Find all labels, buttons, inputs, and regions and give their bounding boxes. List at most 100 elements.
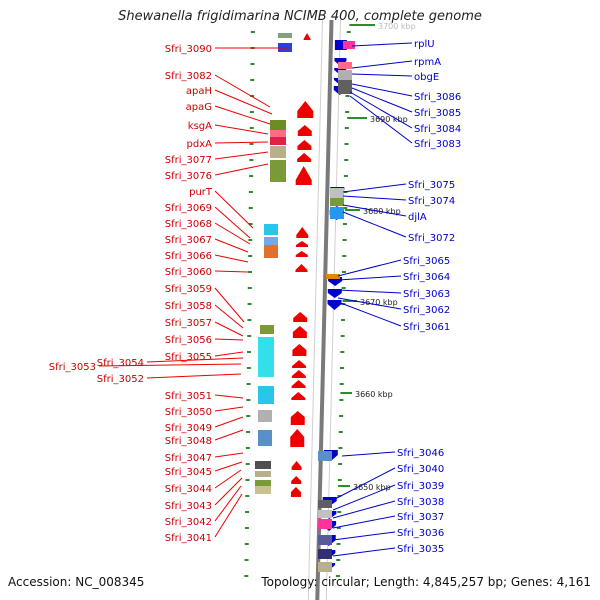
- right-leader-line: [332, 531, 396, 541]
- right-gene-label: Sfri_3064: [403, 272, 450, 283]
- right-gene-label: rpmA: [414, 57, 441, 68]
- left-leader-line: [214, 254, 249, 263]
- left-leader-line: [214, 452, 244, 458]
- feature-box: [318, 535, 332, 545]
- figure-title: Shewanella frigidimarina NCIMB 400, comp…: [118, 9, 482, 24]
- right-leader-line: [341, 451, 396, 457]
- forward-gene-arrow: [291, 380, 306, 388]
- left-leader-line: [214, 469, 242, 489]
- right-leader-line: [332, 547, 396, 557]
- forward-gene-arrow: [297, 153, 312, 162]
- forward-gene-arrow: [297, 140, 312, 150]
- forward-gene-arrow: [297, 125, 312, 136]
- forward-gene-arrow: [297, 101, 314, 118]
- left-leader-line: [214, 477, 243, 506]
- forward-gene-arrow: [292, 360, 307, 368]
- left-gene-label: Sfri_3082: [165, 71, 212, 82]
- left-leader-line: [214, 89, 273, 115]
- left-leader-line: [214, 429, 244, 441]
- left-leader-line: [214, 351, 244, 357]
- kbp-tick-label: 3670 kbp: [360, 298, 398, 307]
- left-leader-line: [214, 238, 249, 253]
- left-gene-label: Sfri_3067: [165, 235, 212, 246]
- left-leader-line: [214, 105, 271, 125]
- left-leader-line: [214, 461, 243, 472]
- left-leader-line: [214, 270, 249, 273]
- right-leader-line: [332, 484, 396, 511]
- forward-gene-arrow: [295, 264, 308, 272]
- left-leader-line: [214, 287, 245, 323]
- right-gene-label: Sfri_3037: [397, 512, 444, 523]
- left-leader-line: [214, 190, 254, 229]
- left-leader-line: [214, 406, 244, 412]
- right-gene-label: Sfri_3040: [397, 464, 444, 475]
- right-gene-label: Sfri_3065: [403, 256, 450, 267]
- right-leader-line: [342, 195, 407, 201]
- left-gene-label: Sfri_3069: [165, 203, 212, 214]
- right-leader-line: [351, 73, 413, 77]
- left-leader-line: [146, 373, 242, 379]
- right-leader-line: [332, 500, 396, 519]
- right-leader-line: [332, 515, 396, 529]
- right-gene-label: rplU: [414, 39, 435, 50]
- left-gene-label: Sfri_3076: [165, 171, 212, 182]
- left-leader-line: [214, 338, 244, 341]
- feature-box: [264, 245, 278, 258]
- left-leader-line: [214, 321, 244, 337]
- feature-box: [326, 274, 340, 279]
- genome-summary-text: Topology: circular; Length: 4,845,257 bp…: [261, 575, 591, 589]
- left-leader-line: [214, 141, 269, 144]
- right-leader-line: [337, 275, 402, 281]
- right-gene-label: Sfri_3083: [414, 139, 461, 150]
- feature-box: [343, 41, 355, 49]
- forward-gene-arrow: [292, 326, 307, 338]
- left-gene-label: apaG: [186, 102, 212, 113]
- kbp-tick-label: 3690 kbp: [370, 115, 408, 124]
- accession-text: Accession: NC_008345: [8, 575, 145, 589]
- left-gene-label: ksgA: [188, 121, 212, 132]
- forward-gene-arrow: [295, 166, 312, 185]
- kbp-tick-label: 3660 kbp: [355, 390, 393, 399]
- right-gene-label: Sfri_3036: [397, 528, 444, 539]
- left-gene-label: Sfri_3057: [165, 318, 212, 329]
- right-gene-label: Sfri_3035: [397, 544, 444, 555]
- feature-box: [330, 207, 344, 219]
- right-leader-line: [351, 83, 413, 97]
- right-leader-line: [337, 289, 402, 294]
- feature-box: [260, 325, 274, 334]
- left-leader-line: [214, 485, 242, 522]
- forward-gene-arrow: [293, 312, 308, 322]
- feature-box: [278, 33, 292, 38]
- left-gene-label: Sfri_3056: [165, 335, 212, 346]
- right-gene-label: Sfri_3084: [414, 124, 461, 135]
- feature-box: [258, 430, 272, 446]
- right-leader-line: [349, 91, 413, 129]
- forward-gene-arrow: [290, 411, 305, 425]
- left-leader-line: [214, 493, 243, 538]
- right-gene-label: Sfri_3063: [403, 289, 450, 300]
- left-gene-label: Sfri_3049: [165, 423, 212, 434]
- left-leader-line: [214, 394, 244, 399]
- left-gene-label: Sfri_3052: [97, 374, 144, 385]
- feature-box: [330, 188, 344, 198]
- left-gene-label: Sfri_3066: [165, 251, 212, 262]
- forward-gene-arrow: [291, 392, 306, 400]
- feature-box: [270, 160, 286, 182]
- forward-gene-arrow: [303, 33, 311, 40]
- feature-box: [338, 70, 352, 80]
- reverse-gene-arrow: [328, 277, 343, 286]
- left-gene-label: Sfri_3068: [165, 219, 212, 230]
- left-gene-label: Sfri_3054: [97, 358, 144, 369]
- right-gene-label: Sfri_3085: [414, 108, 461, 119]
- right-leader-line: [337, 297, 402, 310]
- feature-box: [318, 500, 332, 508]
- left-gene-label: purT: [189, 187, 213, 198]
- right-leader-line: [342, 204, 407, 217]
- right-gene-label: Sfri_3072: [408, 233, 455, 244]
- right-gene-label: Sfri_3061: [403, 322, 450, 333]
- right-leader-line: [337, 259, 402, 277]
- right-leader-line: [342, 183, 407, 193]
- feature-box: [318, 519, 332, 529]
- left-gene-label: Sfri_3047: [165, 453, 212, 464]
- forward-gene-arrow: [296, 227, 309, 238]
